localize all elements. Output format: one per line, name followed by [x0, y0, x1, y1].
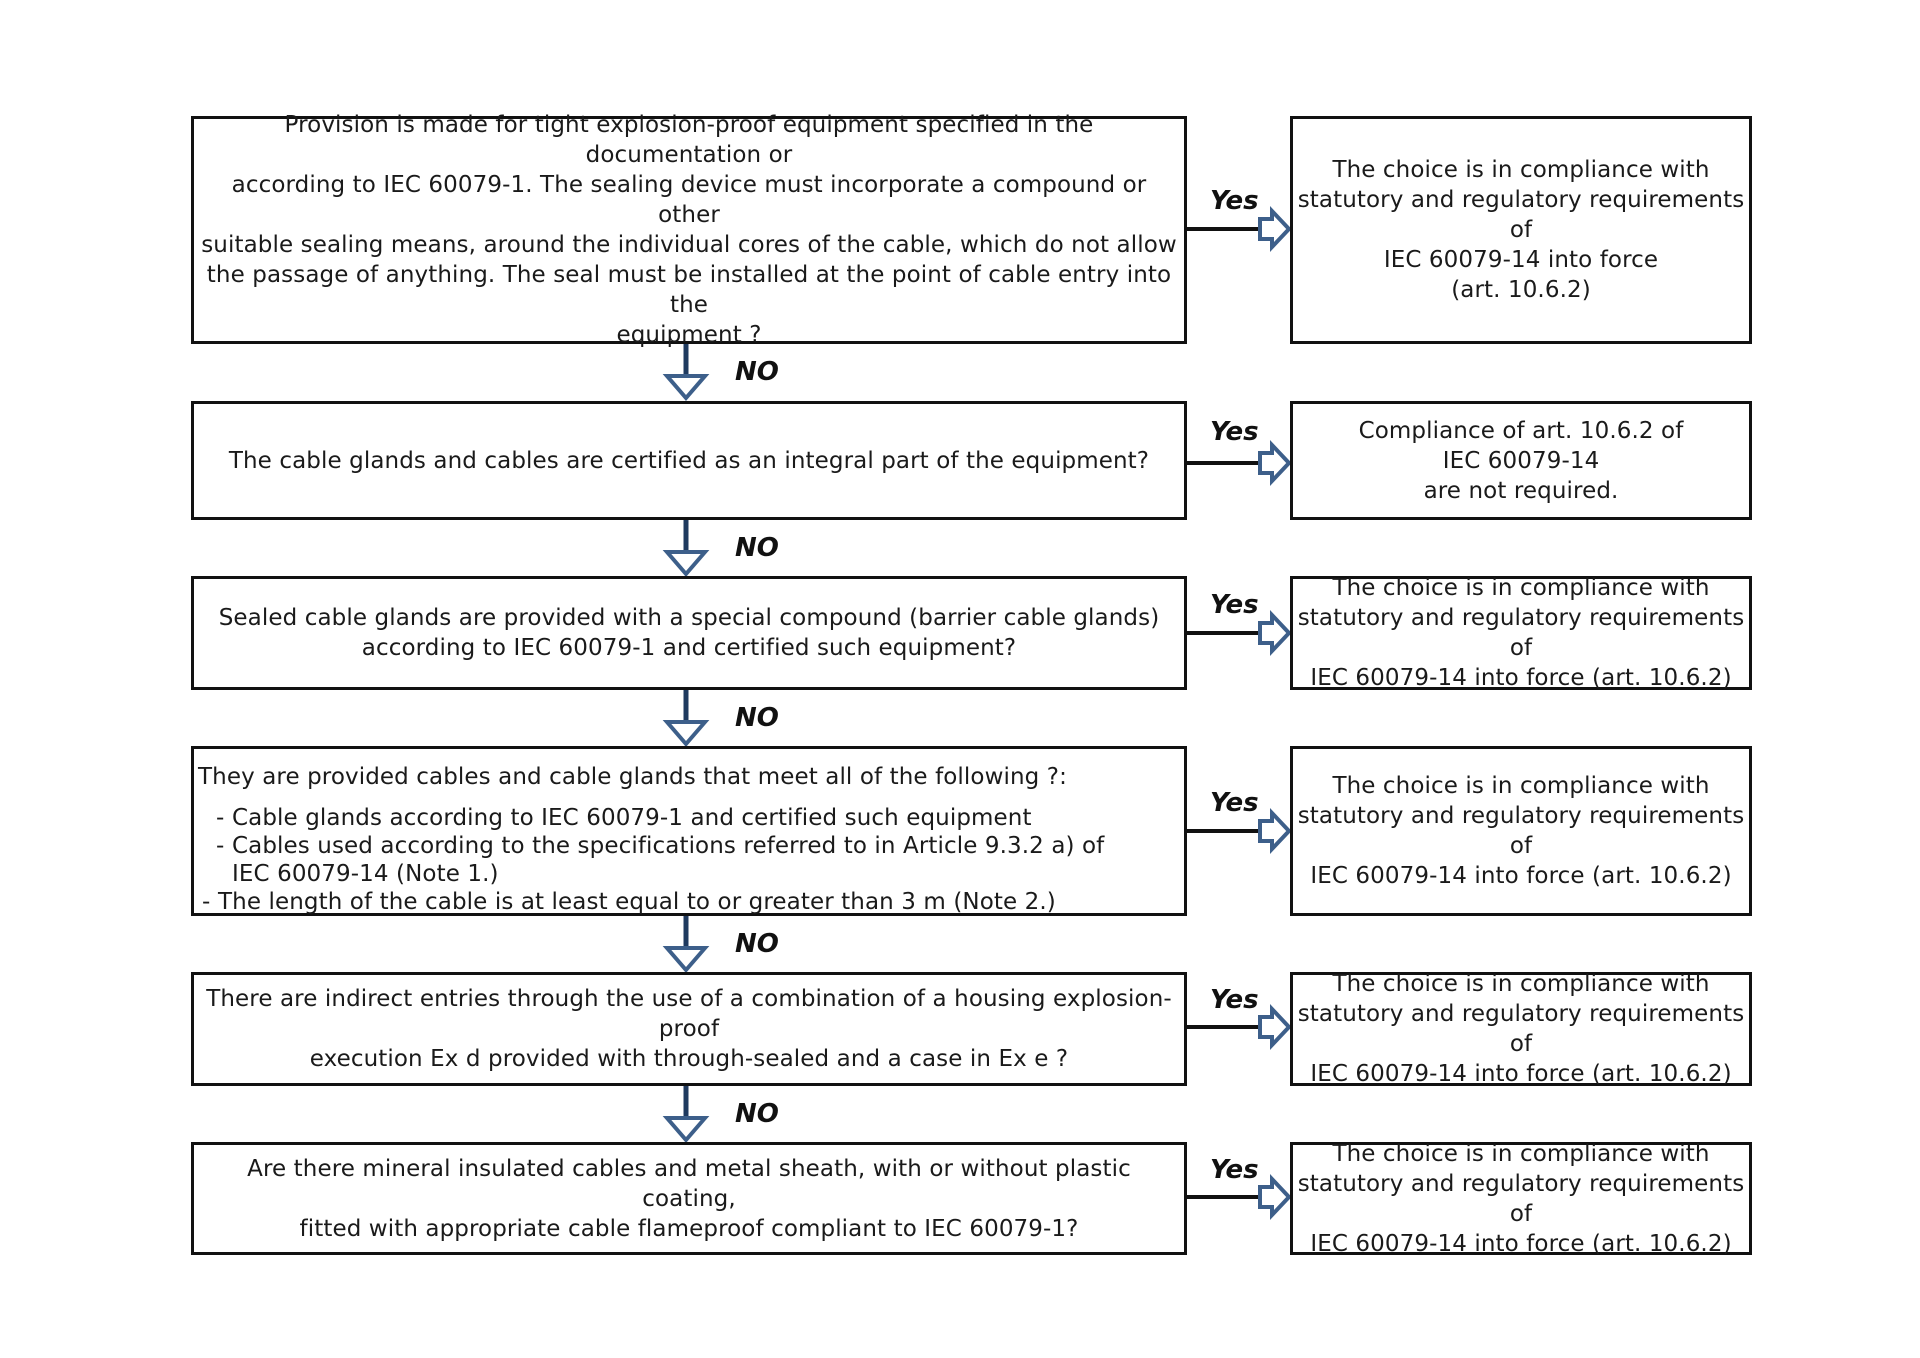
yes-arrow-5 [1187, 1003, 1292, 1051]
result-box-6: The choice is in compliance with statuto… [1290, 1141, 1752, 1257]
yes-arrow-1 [1187, 205, 1292, 253]
requirement-item: The length of the cable is at least equa… [202, 888, 1132, 916]
requirements-list: Cable glands according to IEC 60079-1 an… [202, 804, 1132, 916]
result-text-2: Compliance of art. 10.6.2 of IEC 60079-1… [1358, 417, 1684, 504]
question-box-5: There are indirect entries through the u… [191, 972, 1187, 1086]
no-arrow-4 [662, 915, 710, 974]
question-box-6: Are there mineral insulated cables and m… [191, 1142, 1187, 1255]
no-label-3: NO [735, 703, 779, 733]
yes-label-3: Yes [1210, 590, 1259, 620]
question-box-2: The cable glands and cables are certifie… [191, 401, 1187, 520]
no-label-1: NO [735, 357, 779, 387]
question-box-1: Provision is made for tight explosion-pr… [191, 112, 1187, 348]
question-box-4: They are provided cables and cable gland… [191, 746, 1187, 916]
question-text-1: Provision is made for tight explosion-pr… [201, 112, 1177, 348]
result-text-3: The choice is in compliance with statuto… [1297, 575, 1745, 691]
yes-label-6: Yes [1210, 1155, 1259, 1185]
result-text-5: The choice is in compliance with statuto… [1297, 971, 1745, 1087]
result-box-5: The choice is in compliance with statuto… [1290, 971, 1752, 1087]
yes-label-5: Yes [1210, 985, 1259, 1015]
yes-arrow-2 [1187, 439, 1292, 487]
no-arrow-3 [662, 689, 710, 748]
no-arrow-1 [662, 343, 710, 402]
question-text-5: There are indirect entries through the u… [206, 986, 1172, 1072]
result-box-1: The choice is in compliance with statuto… [1290, 116, 1752, 344]
result-text-1: The choice is in compliance with statuto… [1297, 157, 1745, 303]
question-text-2: The cable glands and cables are certifie… [228, 447, 1150, 474]
result-box-2: Compliance of art. 10.6.2 of IEC 60079-1… [1290, 401, 1752, 520]
no-label-5: NO [735, 1099, 779, 1129]
question-text-6: Are there mineral insulated cables and m… [247, 1155, 1131, 1242]
requirement-item: Cable glands according to IEC 60079-1 an… [216, 804, 1132, 832]
no-arrow-5 [662, 1085, 710, 1144]
question-text-3: Sealed cable glands are provided with a … [218, 605, 1160, 661]
result-box-3: The choice is in compliance with statuto… [1290, 575, 1752, 691]
yes-label-1: Yes [1210, 186, 1259, 216]
result-box-4: The choice is in compliance with statuto… [1290, 746, 1752, 916]
result-text-4: The choice is in compliance with statuto… [1297, 773, 1745, 889]
no-arrow-2 [662, 519, 710, 578]
yes-label-2: Yes [1210, 417, 1259, 447]
no-label-4: NO [735, 929, 779, 959]
no-label-2: NO [735, 533, 779, 563]
result-text-6: The choice is in compliance with statuto… [1297, 1140, 1745, 1257]
yes-label-4: Yes [1210, 788, 1259, 818]
question-box-3: Sealed cable glands are provided with a … [191, 576, 1187, 690]
question-text-4-intro: They are provided cables and cable gland… [198, 764, 1067, 790]
yes-arrow-3 [1187, 609, 1292, 657]
yes-arrow-4 [1187, 807, 1292, 855]
requirement-item: Cables used according to the specificati… [216, 832, 1132, 888]
yes-arrow-6 [1187, 1173, 1292, 1221]
